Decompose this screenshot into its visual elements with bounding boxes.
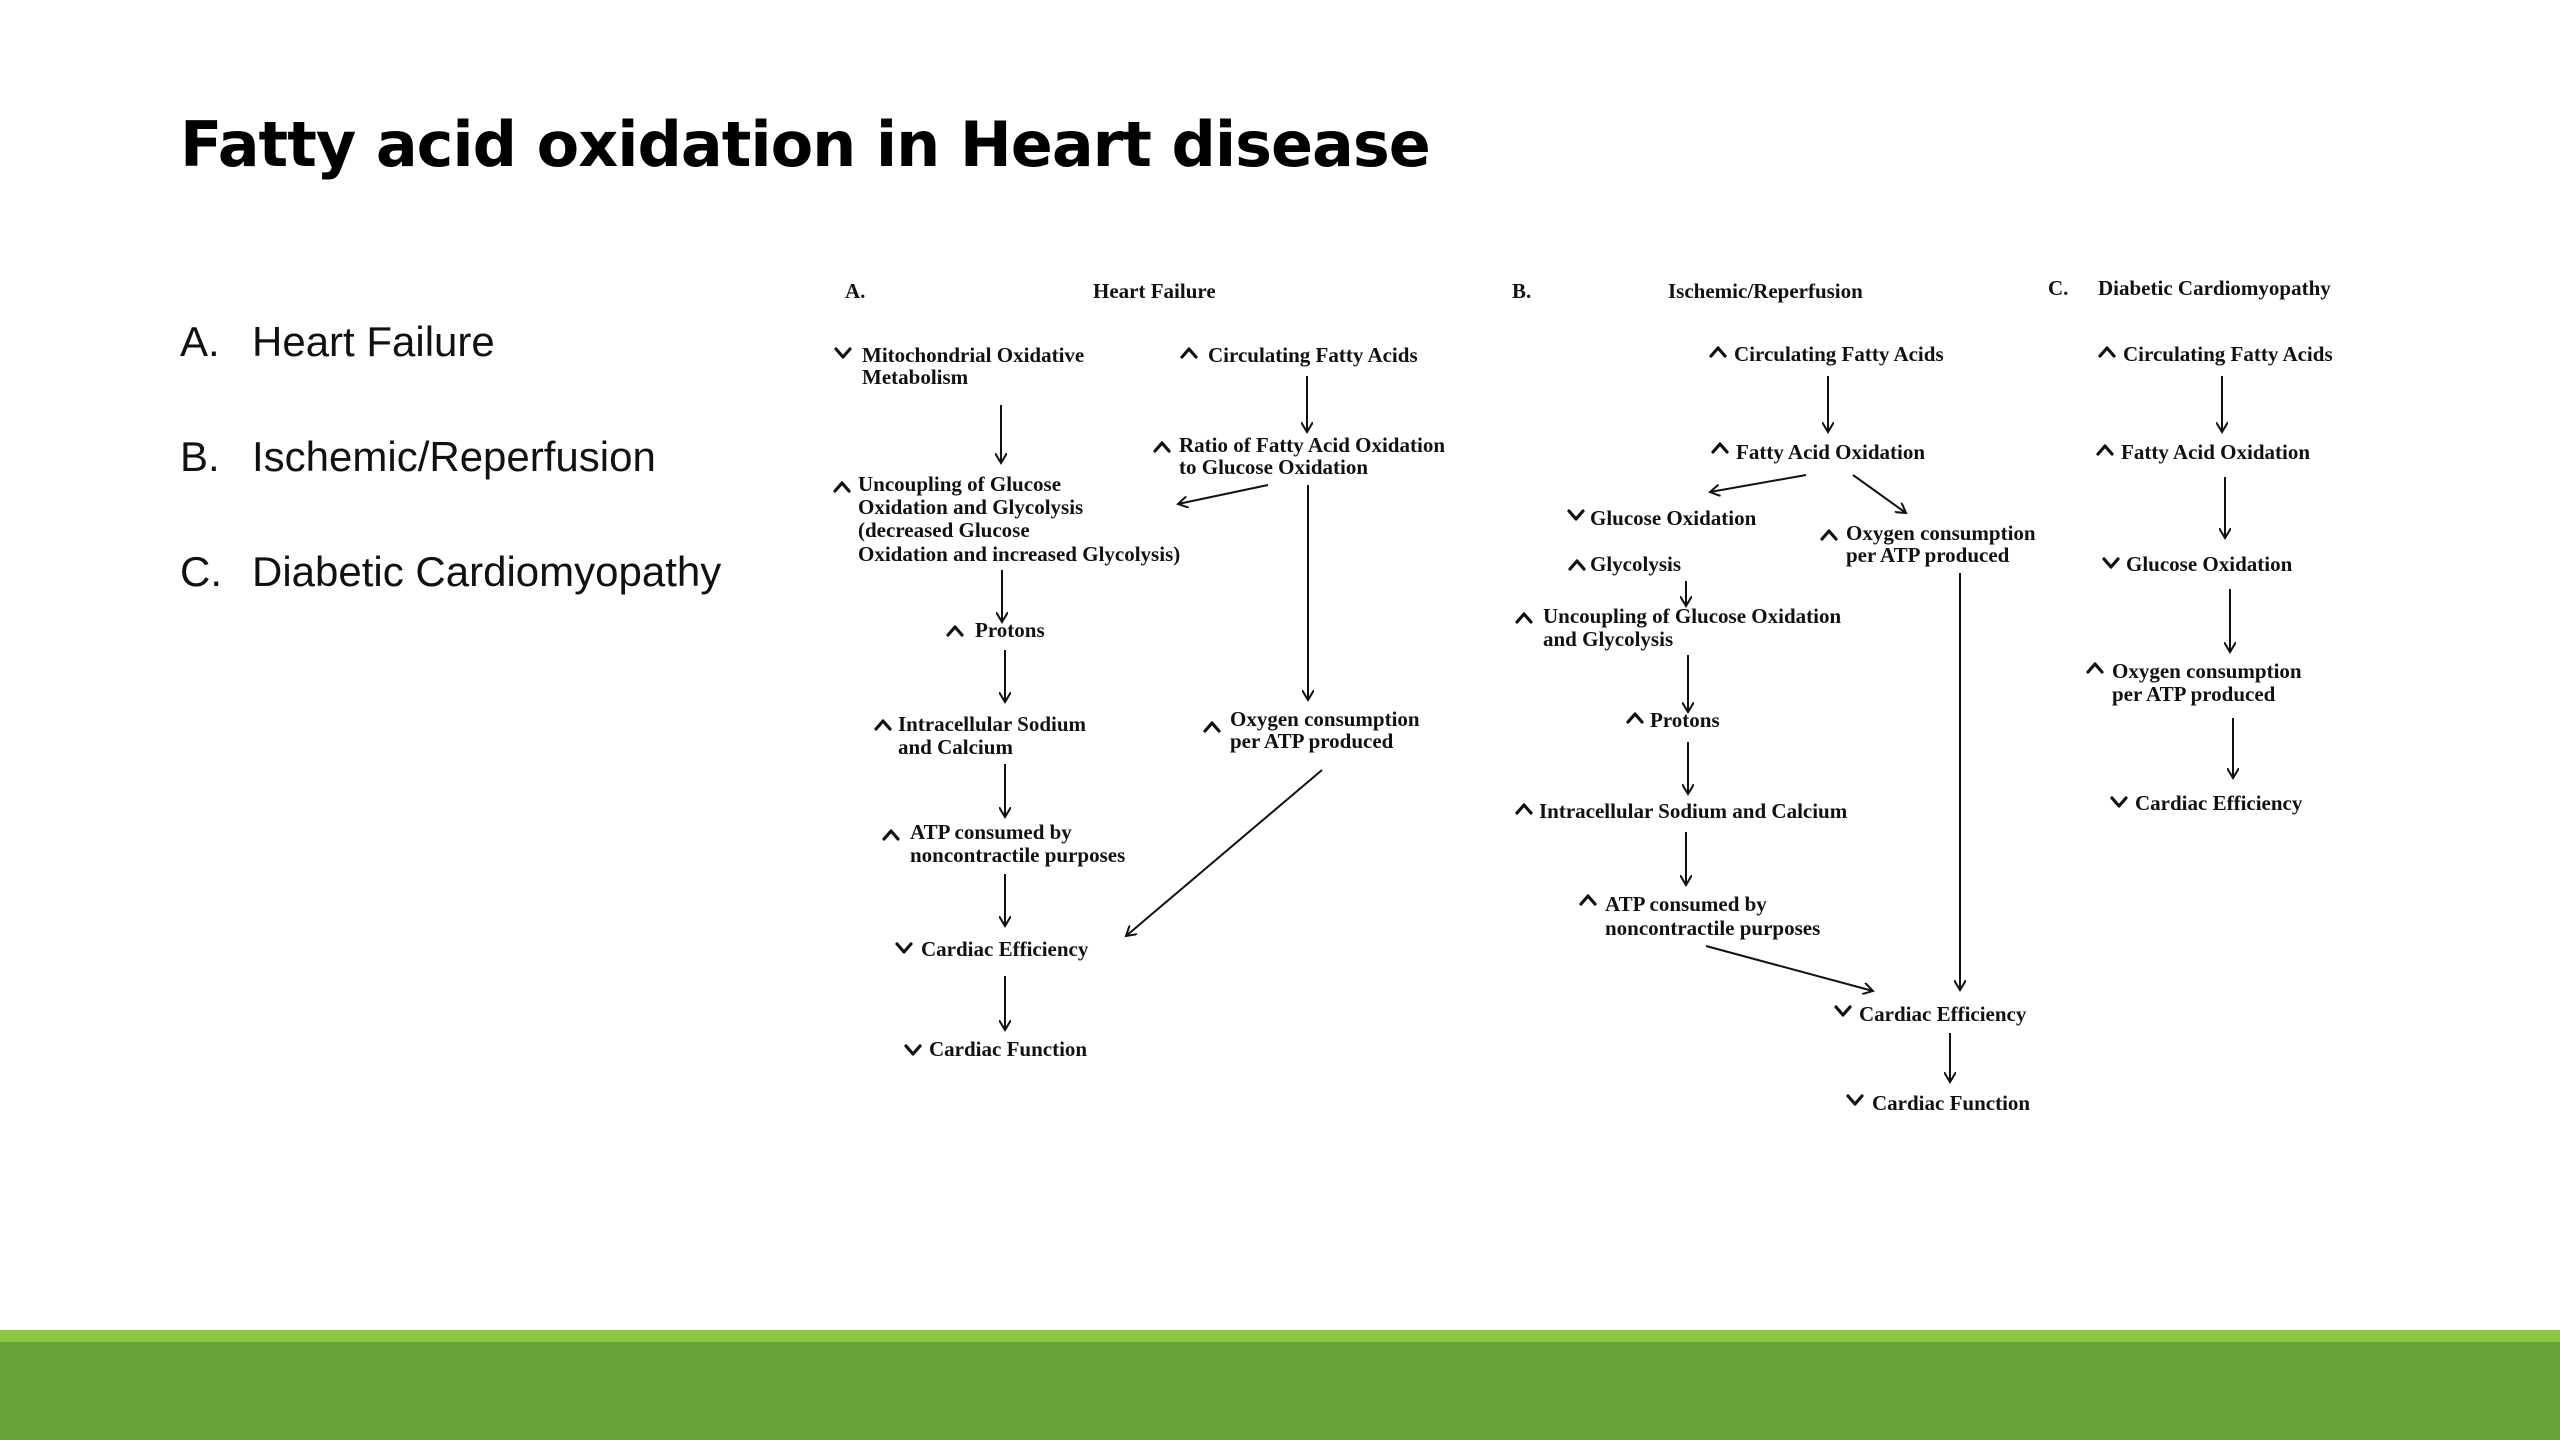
increase-arrow-icon [1515,612,1533,624]
node-atp-consumed: ATP consumed by [910,820,1072,844]
increase-arrow-icon [1153,441,1171,453]
increase-arrow-icon [1568,559,1586,571]
bullet-marker: A. [180,318,220,365]
node-uncoupling: Uncoupling of Glucose Oxidation [1543,604,1841,628]
decrease-arrow-icon [2102,557,2120,569]
bullet-item-diabetic-cardiomyopathy: C. Diabetic Cardiomyopathy [180,548,721,596]
node-oxygen-consumption-2: per ATP produced [1846,543,2010,567]
node-oxygen-consumption-2: per ATP produced [1230,729,1394,753]
node-oxygen-consumption: Oxygen consumption [1846,521,2036,545]
decrease-arrow-icon [2110,796,2128,808]
panel-title: Heart Failure [1093,279,1216,303]
increase-arrow-icon [833,481,851,493]
increase-arrow-icon [1711,442,1729,454]
node-glycolysis: Glycolysis [1590,552,1681,576]
metabolism-flow-diagram: A. Heart Failure Mitochondrial Oxidative… [833,276,2333,1115]
node-sodium-calcium-2: and Calcium [898,735,1013,759]
panel-letter: B. [1512,279,1531,303]
node-fatty-acid-oxidation: Fatty Acid Oxidation [2121,440,2310,464]
decrease-arrow-icon [904,1044,922,1056]
node-fatty-acid-oxidation: Fatty Acid Oxidation [1736,440,1925,464]
panel-title: Ischemic/Reperfusion [1668,279,1863,303]
panel-title: Diabetic Cardiomyopathy [2098,276,2331,300]
increase-arrow-icon [882,829,900,841]
bullet-marker: C. [180,548,222,595]
bullet-marker: B. [180,433,220,480]
bullet-text: Diabetic Cardiomyopathy [252,548,722,595]
node-cardiac-function: Cardiac Function [1872,1091,2030,1115]
node-protons: Protons [1650,708,1720,732]
node-cardiac-function: Cardiac Function [929,1037,1087,1061]
increase-arrow-icon [874,719,892,731]
increase-arrow-icon [946,625,964,637]
panel-letter: C. [2048,276,2068,300]
node-circulating-fa: Circulating Fatty Acids [1734,342,1944,366]
node-uncoupling-4: Oxidation and increased Glycolysis) [858,542,1180,566]
node-uncoupling-2: and Glycolysis [1543,627,1673,651]
node-uncoupling-3: (decreased Glucose [858,518,1030,542]
node-sodium-calcium: Intracellular Sodium and Calcium [1539,799,1848,823]
node-uncoupling: Uncoupling of Glucose [858,472,1061,496]
decrease-arrow-icon [1834,1005,1852,1017]
node-oxygen-consumption: Oxygen consumption [1230,707,1420,731]
panel-heart-failure: A. Heart Failure Mitochondrial Oxidative… [833,279,1445,1061]
node-cardiac-efficiency: Cardiac Efficiency [1859,1002,2027,1026]
node-mito-oxidative-2: Metabolism [862,365,969,389]
node-protons: Protons [975,618,1045,642]
increase-arrow-icon [1180,347,1198,359]
node-atp-consumed: ATP consumed by [1605,892,1767,916]
increase-arrow-icon [1515,803,1533,815]
node-ratio-fao: Ratio of Fatty Acid Oxidation [1179,433,1445,457]
node-circulating-fa: Circulating Fatty Acids [2123,342,2333,366]
panel-letter: A. [845,279,865,303]
node-glucose-oxidation: Glucose Oxidation [1590,506,1757,530]
decrease-arrow-icon [1846,1094,1864,1106]
node-cardiac-efficiency: Cardiac Efficiency [921,937,1089,961]
increase-arrow-icon [2086,662,2104,674]
bullet-text: Ischemic/Reperfusion [252,433,656,480]
node-ratio-fao-2: to Glucose Oxidation [1179,455,1368,479]
node-cardiac-efficiency: Cardiac Efficiency [2135,791,2303,815]
flow-arrow [1178,484,1269,504]
increase-arrow-icon [1709,346,1727,358]
node-oxygen-consumption: Oxygen consumption [2112,659,2302,683]
decrease-arrow-icon [834,347,852,359]
footer-band-light [0,1330,2560,1342]
increase-arrow-icon [2098,346,2116,358]
node-uncoupling-2: Oxidation and Glycolysis [858,495,1083,519]
slide-title: Fatty acid oxidation in Heart disease [180,108,1431,181]
decrease-arrow-icon [1567,509,1585,521]
panel-diabetic-cardiomyopathy: C. Diabetic Cardiomyopathy Circulating F… [2048,276,2333,815]
increase-arrow-icon [1626,712,1644,724]
node-mito-oxidative: Mitochondrial Oxidative [862,343,1084,367]
node-circulating-fa: Circulating Fatty Acids [1208,343,1418,367]
flow-arrow [1710,474,1807,492]
increase-arrow-icon [1579,894,1597,906]
increase-arrow-icon [1820,529,1838,541]
node-atp-consumed-2: noncontractile purposes [1605,916,1820,940]
increase-arrow-icon [2096,444,2114,456]
node-oxygen-consumption-2: per ATP produced [2112,682,2276,706]
footer-band-dark [0,1342,2560,1440]
increase-arrow-icon [1203,721,1221,733]
flow-arrow [1126,769,1323,936]
decrease-arrow-icon [895,942,913,954]
flow-arrow [1705,945,1873,991]
panel-ischemic-reperfusion: B. Ischemic/Reperfusion Circulating Fatt… [1512,279,2036,1115]
bullet-item-ischemic-reperfusion: B. Ischemic/Reperfusion [180,433,656,481]
flow-arrow [1852,474,1906,513]
node-atp-consumed-2: noncontractile purposes [910,843,1125,867]
bullet-text: Heart Failure [252,318,495,365]
bullet-item-heart-failure: A. Heart Failure [180,318,495,366]
node-glucose-oxidation: Glucose Oxidation [2126,552,2293,576]
node-sodium-calcium: Intracellular Sodium [898,712,1087,736]
